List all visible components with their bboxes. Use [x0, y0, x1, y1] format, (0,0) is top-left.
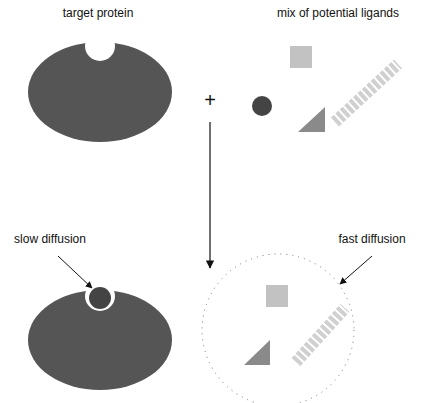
label: target protein — [63, 6, 134, 20]
plus-sign: + — [204, 88, 216, 112]
protein-complex — [28, 281, 172, 390]
diffusion-circle — [202, 254, 354, 403]
leader-arrow — [340, 256, 372, 284]
leader-arrow — [58, 256, 92, 288]
rod-ligand — [296, 308, 345, 362]
label: slow diffusion — [14, 232, 86, 246]
rod-ligand — [335, 64, 398, 122]
square-ligand — [290, 46, 312, 68]
square-ligand — [266, 285, 288, 307]
circle-ligand — [252, 96, 272, 116]
target-protein — [28, 31, 172, 142]
label: mix of potential ligands — [277, 6, 399, 20]
triangle-ligand — [298, 107, 325, 132]
reaction-arrow — [209, 122, 210, 268]
label: fast diffusion — [338, 232, 405, 246]
triangle-ligand — [244, 340, 270, 365]
